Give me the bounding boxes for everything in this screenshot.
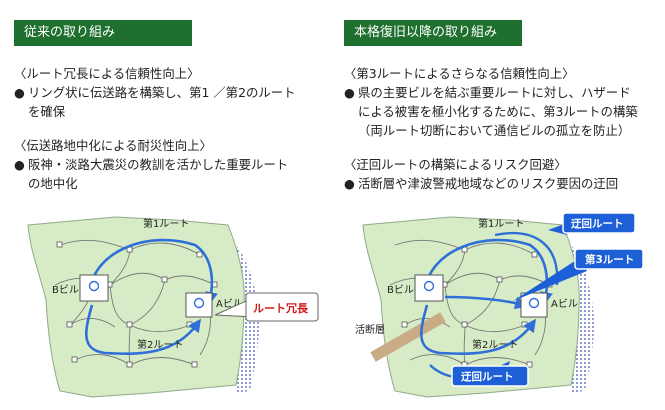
right-network-diagram: 活断層 第1ルート 第2ルート Bビル Aビル 迂回ルート 第3ルート 迂回ルー… — [355, 212, 644, 398]
right-section-2-line-1: 活断層や津波警戒地域などのリスク要因の迂回 — [358, 176, 619, 191]
left-header: 従来の取り組み — [14, 20, 192, 46]
building-a-box — [185, 292, 213, 318]
left-section-2-line-1: 阪神・淡路大震災の教訓を活かした重要ルート — [28, 157, 289, 172]
right-header: 本格復旧以降の取り組み — [344, 20, 522, 46]
left-section-2-line-2: の地中化 — [28, 176, 78, 191]
right-section-2: 〈迂回ルートの構築によるリスク回避〉 ● 活断層や津波警戒地域などのリスク要因の… — [344, 155, 665, 193]
right-section-1-bullet: ● 県の主要ビルを結ぶ重要ルートに対し、ハザード による被害を極小化するために、… — [344, 83, 665, 140]
detour-top-box — [562, 212, 636, 234]
land-area — [362, 216, 580, 398]
right-section-1-line-1: 県の主要ビルを結ぶ重要ルートに対し、ハザード — [358, 85, 631, 100]
detour-bottom-box — [451, 365, 529, 387]
left-section-1-bullet: ● リング状に伝送路を構築し、第1 ／第2のルート を確保 — [14, 83, 329, 121]
route-2-label: 第2ルート — [137, 338, 183, 351]
route3-box — [574, 248, 644, 270]
bullet-dot: ● — [14, 85, 25, 100]
building-b-box — [414, 274, 444, 302]
route-3-line — [444, 295, 529, 310]
left-section-1-line-2: を確保 — [28, 104, 66, 119]
building-a-icon — [528, 297, 540, 309]
callout-label: ルート冗長 — [253, 302, 309, 315]
left-section-1: 〈ルート冗長による信頼性向上〉 ● リング状に伝送路を構築し、第1 ／第2のルー… — [14, 64, 329, 121]
bullet-dot: ● — [14, 157, 25, 172]
fault-label: 活断層 — [355, 323, 385, 336]
left-section-2: 〈伝送路地中化による耐災性向上〉 ● 阪神・淡路大震災の教訓を活かした重要ルート… — [14, 136, 329, 193]
right-section-1-line-2: による被害を極小化するために、第3ルートの構築 — [358, 104, 638, 119]
left-column: 従来の取り組み 〈ルート冗長による信頼性向上〉 ● リング状に伝送路を構築し、第… — [0, 0, 320, 410]
detour-bottom-label: 迂回ルート — [461, 371, 514, 383]
left-section-1-line-1: リング状に伝送路を構築し、第1 ／第2のルート — [28, 85, 296, 100]
left-section-2-title: 〈伝送路地中化による耐災性向上〉 — [14, 138, 212, 153]
route-1-line — [423, 238, 553, 306]
building-b-label: Bビル — [52, 284, 79, 296]
right-section-2-title: 〈迂回ルートの構築によるリスク回避〉 — [344, 157, 567, 172]
bullet-dot: ● — [344, 85, 355, 100]
left-section-1-title: 〈ルート冗長による信頼性向上〉 — [14, 66, 200, 81]
right-section-1: 〈第3ルートによるさらなる信頼性向上〉 ● 県の主要ビルを結ぶ重要ルートに対し、… — [344, 64, 665, 140]
land-area — [27, 216, 245, 398]
building-b-label: Bビル — [387, 284, 414, 296]
building-a-icon — [193, 297, 205, 309]
left-section-2-bullet: ● 阪神・淡路大震災の教訓を活かした重要ルート の地中化 — [14, 155, 329, 193]
network-nodes — [56, 241, 218, 368]
right-section-1-title: 〈第3ルートによるさらなる信頼性向上〉 — [344, 66, 575, 81]
detour-top-label: 迂回ルート — [571, 218, 624, 230]
route-2-line — [420, 304, 537, 356]
fault-line — [370, 312, 446, 362]
building-b-icon — [88, 280, 100, 292]
bullet-dot: ● — [344, 176, 355, 191]
route-1-label: 第1ルート — [143, 217, 189, 230]
route3-pointer — [513, 257, 587, 301]
right-section-1-line-3: （両ルート切断において通信ビルの孤立を防止） — [358, 123, 631, 138]
building-b-box — [79, 274, 109, 302]
right-column: 本格復旧以降の取り組み 〈第3ルートによるさらなる信頼性向上〉 ● 県の主要ビル… — [334, 0, 654, 410]
callout-box — [245, 292, 319, 322]
route-1-line — [88, 238, 218, 306]
building-a-label: Aビル — [551, 298, 578, 310]
building-a-box — [520, 292, 548, 318]
building-b-icon — [423, 280, 435, 292]
right-section-2-bullet: ● 活断層や津波警戒地域などのリスク要因の迂回 — [344, 174, 665, 193]
route-2-line — [85, 304, 202, 356]
left-network-diagram: 第1ルート 第2ルート Bビル Aビル ルート冗長 — [27, 216, 319, 398]
route-2-label: 第2ルート — [472, 338, 518, 351]
route3-label: 第3ルート — [585, 253, 634, 266]
route-1-label: 第1ルート — [478, 217, 524, 230]
